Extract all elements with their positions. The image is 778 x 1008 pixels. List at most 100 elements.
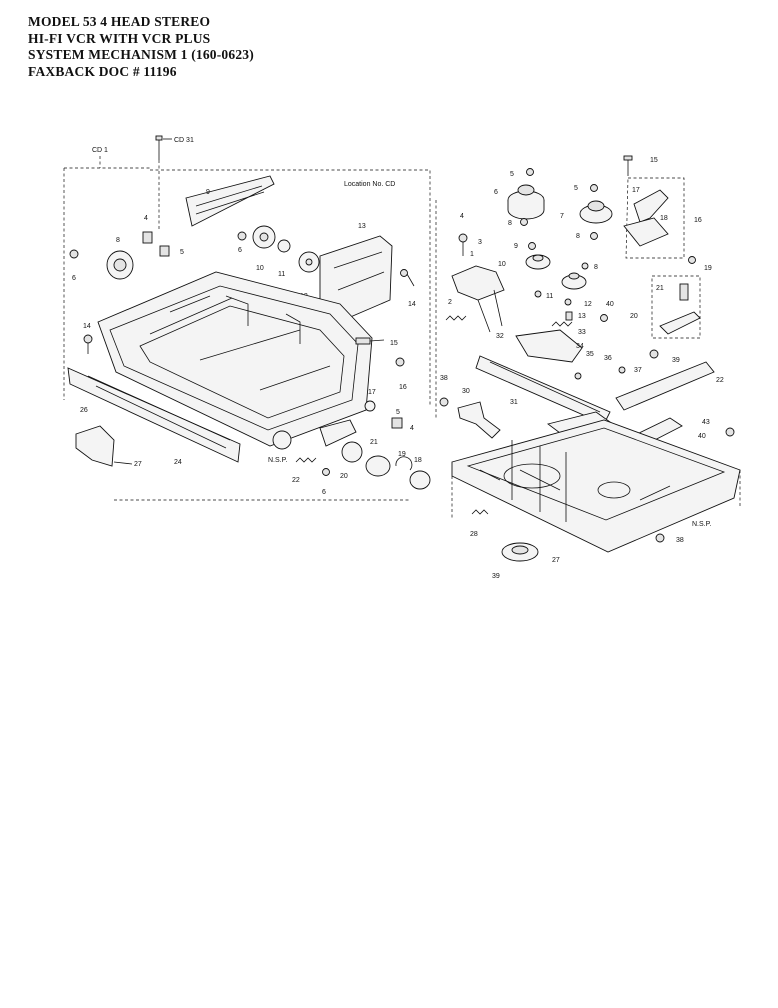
title-line-vcr: HI-FI VCR WITH VCR PLUS [28,30,211,46]
label-n20-left: 20 [340,473,348,480]
part-4-clip-right [391,417,403,429]
part-16-screw [395,357,405,367]
part-18-arm [623,189,669,247]
label-n22-right: 22 [716,377,724,384]
part-8-motor [106,250,134,280]
label-n21-right: 21 [656,285,664,292]
label-n34-right: 34 [576,343,584,350]
part-5-right [590,184,598,192]
part-6-washer-bottom [322,468,330,476]
part-14-screw-left [83,334,93,344]
label-n22-left: 22 [292,477,300,484]
label-n39-bottom: 39 [492,573,500,580]
label-n16-left: 16 [399,384,407,391]
label-n38-bottom: 38 [676,537,684,544]
label-n31-right: 31 [510,399,518,406]
label-n9-left: 9 [206,189,210,196]
label-n36-right: 36 [604,355,612,362]
label-n14-right: 14 [408,301,416,308]
label-n43-right: 43 [702,419,710,426]
base-chassis [451,419,741,553]
label-n27-left: 27 [134,461,142,468]
label-n15-left: 15 [390,340,398,347]
part-22-spring [295,457,317,463]
part-38-screw-bottom [655,533,665,543]
part-9-bracket [185,175,275,227]
label-n8-right-a: 8 [508,220,512,227]
part-8-washer-top [520,218,528,226]
label-n32-right: 32 [496,333,504,340]
part-20-gear [365,455,391,477]
part-20-lever [659,283,701,335]
part-27-cover [75,425,115,467]
label-n12-right: 12 [584,301,592,308]
label-n4-right: 4 [410,425,414,432]
label-n27-right: 27 [552,557,560,564]
part-4-screw [458,233,468,256]
label-n40-top: 40 [606,301,614,308]
label-n10-left: 10 [256,265,264,272]
part-3-arm [451,265,505,333]
label-n33-right: 33 [578,329,586,336]
part-40-screw-right [725,427,735,437]
screw-cd31 [155,135,172,160]
label-n38-left: 38 [440,375,448,382]
part-15-pin [355,337,385,345]
part-7-drum [579,200,613,224]
part-4-clip [142,231,153,244]
label-n6-bottom: 6 [322,489,326,496]
label-n26-left: 26 [80,407,88,414]
label-n11-left: 11 [278,271,285,278]
label-n5-right-b: 5 [574,185,578,192]
part-24-front-rail [67,367,241,463]
label-location: Location No. CD [344,181,395,188]
part-5-clip [159,245,170,257]
main-chassis [97,271,373,447]
label-n7-right: 7 [560,213,564,220]
label-n15-right: 15 [650,157,658,164]
title-line-faxback: FAXBACK DOC # 11196 [28,63,177,79]
part-32-plate [515,329,583,363]
label-n4-right-top: 4 [460,213,464,220]
label-n13-left: 13 [358,223,366,230]
cd1-bracket [63,167,150,400]
part-33-spring [551,321,573,327]
part-19-screw [688,256,696,264]
label-n16-right: 16 [694,217,702,224]
label-n40-right: 40 [698,433,706,440]
part-28-spring [471,509,489,515]
part-23-pulley [272,430,292,450]
label-n28-right: 28 [470,531,478,538]
label-n20-right: 20 [630,313,638,320]
label-n39-right: 39 [672,357,680,364]
label-n2-right: 2 [448,299,452,306]
part-5-top [526,168,534,176]
label-n13-right: 13 [578,313,586,320]
label-cd1: CD 1 [92,147,108,154]
part-19-clip [395,456,413,471]
part-17-roller [364,400,376,412]
label-n10-right: 10 [498,261,506,268]
label-n6-left: 6 [238,247,242,254]
part-30-bracket [457,401,501,439]
part-21-gear-assembly [319,419,363,463]
label-n8-right-c: 8 [594,264,598,271]
right-dash-sides [451,470,741,520]
part-6-washer [237,231,247,241]
label-n6-right: 6 [494,189,498,196]
label-nsp-left: N.S.P. [268,457,287,464]
part-22-rail [615,361,715,411]
part-18-roller [409,470,431,490]
part-6-screw-left [69,249,79,259]
location-box [150,169,431,405]
label-n6-far-left: 6 [72,275,76,282]
part-6-drum [507,184,545,220]
label-n14-left: 14 [83,323,91,330]
label-n35-right: 35 [586,351,594,358]
part-27-flywheel [501,542,539,562]
part-11-washer [534,290,542,298]
label-n5-right: 5 [396,409,400,416]
part-39-screw [649,349,659,359]
label-n4-left: 4 [144,215,148,222]
